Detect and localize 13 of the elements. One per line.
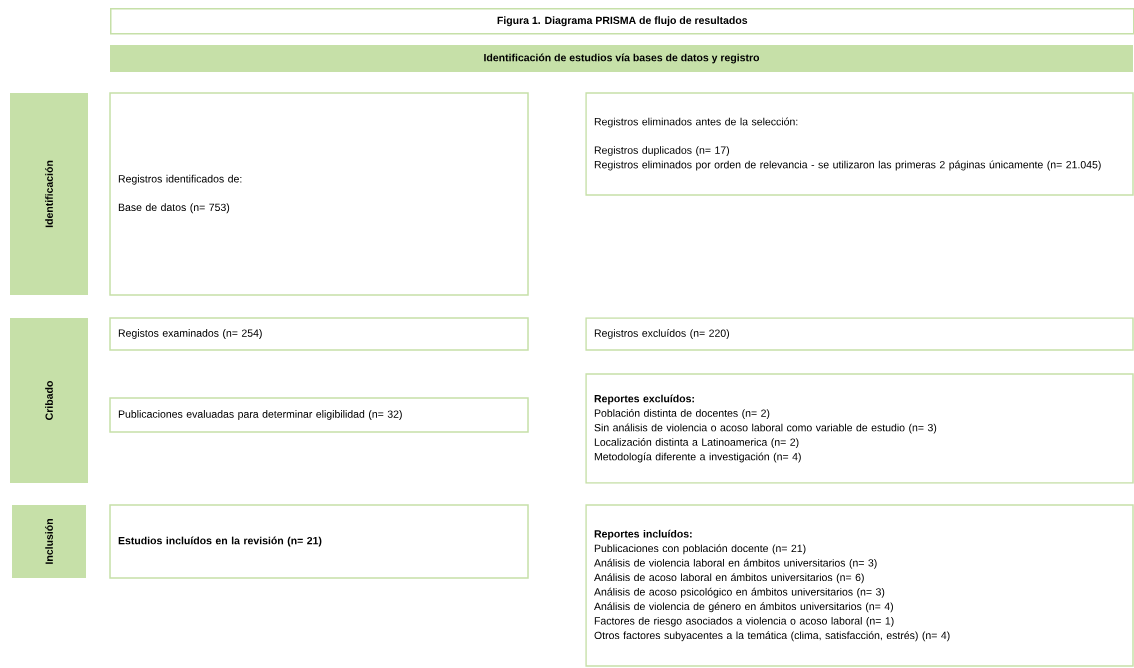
text-box: Reportes excluídos: Población distinta de docentes (n= 2) Sin análisis de violencia o acoso laboral como variable de estudio (n= 3) Localización distinta a Latinoamerica (n= 2) Metodología diferente a investigación (n= 4): [585, 373, 1134, 484]
phase-label-band: Cribado: [10, 318, 88, 483]
phase-label-band: Inclusión: [12, 505, 86, 578]
text-box: Publicaciones evaluadas para determinar eligibilidad (n= 32): [109, 397, 529, 433]
phase-label-band: Identificación: [10, 93, 88, 295]
header-band: Identificación de estudios vía bases de datos y registro: [110, 45, 1133, 72]
text-box: Registros identificados de: Base de datos (n= 753): [109, 92, 529, 296]
text-box: Registros eliminados antes de la selección: Registros duplicados (n= 17) Registros eliminados por orden de relevancia - se utilizaron las primeras 2 páginas únicamente (n= 21.045): [585, 92, 1134, 196]
text-box: Reportes incluídos: Publicaciones con población docente (n= 21) Análisis de violencia laboral en ámbitos universitarios (n= 3) Análisis de acoso laboral en ámbitos universitarios (n= 6) Análisis de acoso psicológico en ámbitos universitarios (n= 3) Análisis de violencia de género en ámbitos universitarios (n= 4) Factores de riesgo asociados a violencia o acoso laboral (n= 1) Otros factores subyacentes a la temática (clima, satisfacción, estrés) (n= 4): [585, 504, 1134, 667]
title-box: Figura 1. Diagrama PRISMA de flujo de resultados: [110, 8, 1134, 35]
text-box: Registros excluídos (n= 220): [585, 317, 1134, 351]
text-box: Registos examinados (n= 254): [109, 317, 529, 351]
text-box: Estudios incluídos en la revisión (n= 21): [109, 504, 529, 579]
